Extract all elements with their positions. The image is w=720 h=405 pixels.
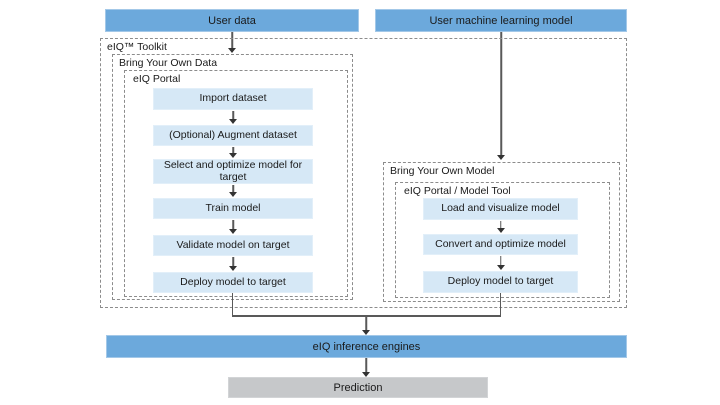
step-deploy-model-data: Deploy model to target: [153, 272, 313, 293]
step-validate-model: Validate model on target: [153, 235, 313, 256]
step-import-dataset: Import dataset: [153, 88, 313, 110]
arrow-inference-to-prediction: [362, 358, 371, 377]
step-deploy-model-model: Deploy model to target: [423, 271, 578, 293]
merge-connector-left-line: [231, 293, 233, 316]
arrow-merge-to-inference: [362, 315, 371, 335]
merge-connector-right-line: [499, 293, 501, 316]
step-select-optimize-model: Select and optimize model for target: [153, 159, 313, 184]
prediction-box: Prediction: [228, 377, 488, 398]
eiq-toolkit-label: eIQ™ Toolkit: [107, 41, 167, 53]
flow-arrow: [229, 220, 238, 234]
user-ml-model-box: User machine learning model: [375, 9, 627, 32]
flow-arrow: [229, 111, 238, 124]
eiq-inference-engines-box: eIQ inference engines: [106, 335, 627, 358]
byod-label: Bring Your Own Data: [119, 57, 218, 69]
flow-arrow: [229, 147, 238, 158]
byom-group: Bring Your Own Model: [383, 162, 620, 302]
byom-label: Bring Your Own Model: [390, 165, 495, 177]
step-load-visualize-model: Load and visualize model: [423, 198, 578, 220]
flow-arrow: [229, 257, 238, 271]
eiq-portal-label: eIQ Portal: [133, 73, 181, 85]
step-augment-dataset: (Optional) Augment dataset: [153, 125, 313, 146]
flow-arrow: [229, 185, 238, 197]
eiq-portal-group: eIQ Portal: [124, 70, 348, 297]
eiq-portal-model-tool-group: eIQ Portal / Model Tool: [395, 182, 610, 298]
step-convert-optimize-model: Convert and optimize model: [423, 234, 578, 255]
flow-arrow: [496, 221, 505, 233]
eiq-toolkit-group: eIQ™ Toolkit: [100, 38, 627, 308]
step-train-model: Train model: [153, 198, 313, 219]
flow-arrow: [496, 256, 505, 270]
eiq-portal-model-tool-label: eIQ Portal / Model Tool: [404, 185, 511, 197]
user-data-box: User data: [105, 9, 359, 32]
